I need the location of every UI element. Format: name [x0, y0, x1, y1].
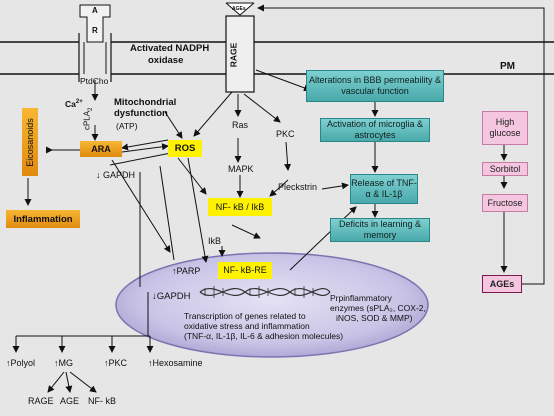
sorbitol-box: Sorbitol [482, 162, 528, 176]
pleckstrin-label: Pleckstrin [278, 182, 318, 192]
receptor-label-a: A [92, 6, 98, 15]
ages-top-label: AGEs [232, 6, 246, 12]
ptdcho-label: PtdCho [80, 76, 109, 86]
parp-label: ↑PARP [172, 266, 201, 276]
nfkb-re-box: NF- kB-RE [218, 262, 272, 279]
eicosanoids-box: Eicosanoids [22, 108, 38, 176]
ages-feedback-line [257, 4, 545, 285]
calcium-label: Ca2+ [65, 98, 83, 109]
ros-box: ROS [168, 140, 202, 157]
rage-label: RAGE [228, 42, 239, 68]
dna-helix [199, 286, 331, 298]
fructose-box: Fructose [482, 194, 528, 212]
nucleus [115, 252, 429, 358]
microglia-activation-box: Activation of microglia & astrocytes [320, 118, 430, 142]
nadph-oxidase-label-line1: Activated NADPH [130, 43, 210, 54]
mapk-label: MAPK [228, 164, 254, 174]
transcription-line2: oxidative stress and inflammation [184, 321, 310, 331]
proinflammatory-enzymes-line2: enzymes (sPLA₂, COX-2, [330, 303, 426, 313]
mito-dysfunction-line1: Mitochondrial [114, 97, 177, 108]
proinflammatory-enzymes-line1: Prpinflammatory [330, 293, 392, 303]
nfkb-ikb-box: NF- kB / IkB [208, 198, 272, 216]
inflammation-box: Inflammation [6, 210, 80, 228]
transcription-line1: Transcription of genes related to [184, 311, 306, 321]
polyol-label: ↑Polyol [6, 358, 36, 368]
mg-label: ↑MG [54, 358, 73, 368]
rage-receptor-shape [225, 2, 255, 93]
ara-box: ARA [80, 141, 122, 157]
nfkb-bottom-label: NF- kB [88, 396, 116, 406]
proinflammatory-enzymes-line3: iNOS, SOD & MMP) [336, 313, 413, 323]
ras-label: Ras [232, 120, 249, 130]
gapdh-bottom-label: ↓GAPDH [152, 291, 191, 302]
ages-box: AGEs [482, 275, 522, 293]
cytokine-release-box: Release of TNF-α & IL-1β [350, 174, 418, 204]
pkc-label: PKC [276, 129, 295, 139]
receptor-label-r: R [92, 26, 98, 35]
hexosamine-label: ↑Hexosamine [148, 358, 203, 368]
gapdh-top-label: ↓ GAPDH [96, 170, 136, 180]
high-glucose-box: High glucose [482, 111, 528, 145]
ikb-label: IkB [208, 236, 222, 246]
pm-label: PM [500, 61, 515, 72]
rage-bottom-label: RAGE [28, 396, 54, 406]
atp-label: (ATP) [116, 121, 138, 131]
arrows [12, 69, 508, 393]
learning-deficit-box: Deficits in learning & memory [330, 218, 430, 242]
bbb-alteration-box: Alterations in BBB permeability & vascul… [306, 70, 444, 102]
age-bottom-label: AGE [60, 396, 80, 406]
transcription-line3: (TNF-α, IL-1β, IL-6 & adhesion molecules… [184, 331, 344, 341]
receptor-structure [78, 4, 112, 82]
cpla2-label: cPLA2 [82, 107, 95, 131]
mito-dysfunction-line2: dysfunction [114, 108, 168, 119]
pkc-bottom-label: ↑PKC [104, 358, 128, 368]
nadph-oxidase-label-line2: oxidase [148, 55, 184, 66]
